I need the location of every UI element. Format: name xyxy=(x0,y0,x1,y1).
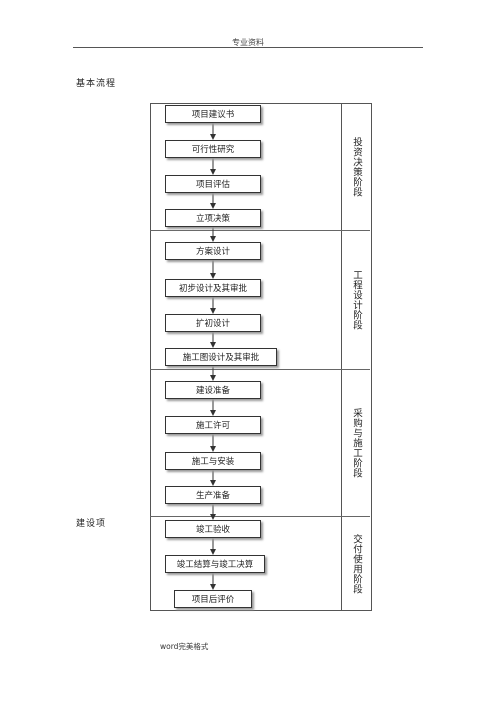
step-construction-prep: 建设准备 xyxy=(165,381,261,399)
page-header: 专业资料 xyxy=(232,38,264,47)
stage-label-procurement-construction: 采购与施工阶段 xyxy=(351,408,362,478)
stage-label-delivery-use: 交付使用阶段 xyxy=(351,533,362,594)
step-completion-acceptance: 竣工验收 xyxy=(165,520,261,538)
basic-flow-label: 基本流程 xyxy=(76,79,117,89)
header-divider xyxy=(73,47,423,48)
step-final-settlement: 竣工结算与竣工决算 xyxy=(165,555,265,573)
project-label: 建设项 xyxy=(76,519,107,529)
step-feasibility-study: 可行性研究 xyxy=(165,140,261,158)
step-project-evaluation: 项目评估 xyxy=(165,175,261,193)
stage-divider-2 xyxy=(150,369,370,370)
stage-divider-1 xyxy=(150,230,370,231)
stage-label-investment-decision: 投资决策阶段 xyxy=(351,136,362,197)
step-preliminary-design: 初步设计及其审批 xyxy=(165,279,261,297)
step-project-proposal: 项目建议书 xyxy=(165,105,261,123)
step-scheme-design: 方案设计 xyxy=(165,242,261,260)
stage-label-engineering-design: 工程设计阶段 xyxy=(351,270,362,330)
step-extended-design: 扩初设计 xyxy=(165,314,261,332)
step-project-approval: 立项决策 xyxy=(165,209,261,227)
page-footer: word完美格式 xyxy=(160,642,209,651)
step-construction-permit: 施工许可 xyxy=(165,416,261,434)
step-post-evaluation: 项目后评价 xyxy=(174,590,252,608)
stage-column-divider xyxy=(341,103,342,610)
stage-divider-3 xyxy=(150,516,370,517)
step-production-prep: 生产准备 xyxy=(165,486,261,504)
step-construction-install: 施工与安装 xyxy=(165,452,261,470)
step-construction-drawing: 施工图设计及其审批 xyxy=(165,348,277,366)
